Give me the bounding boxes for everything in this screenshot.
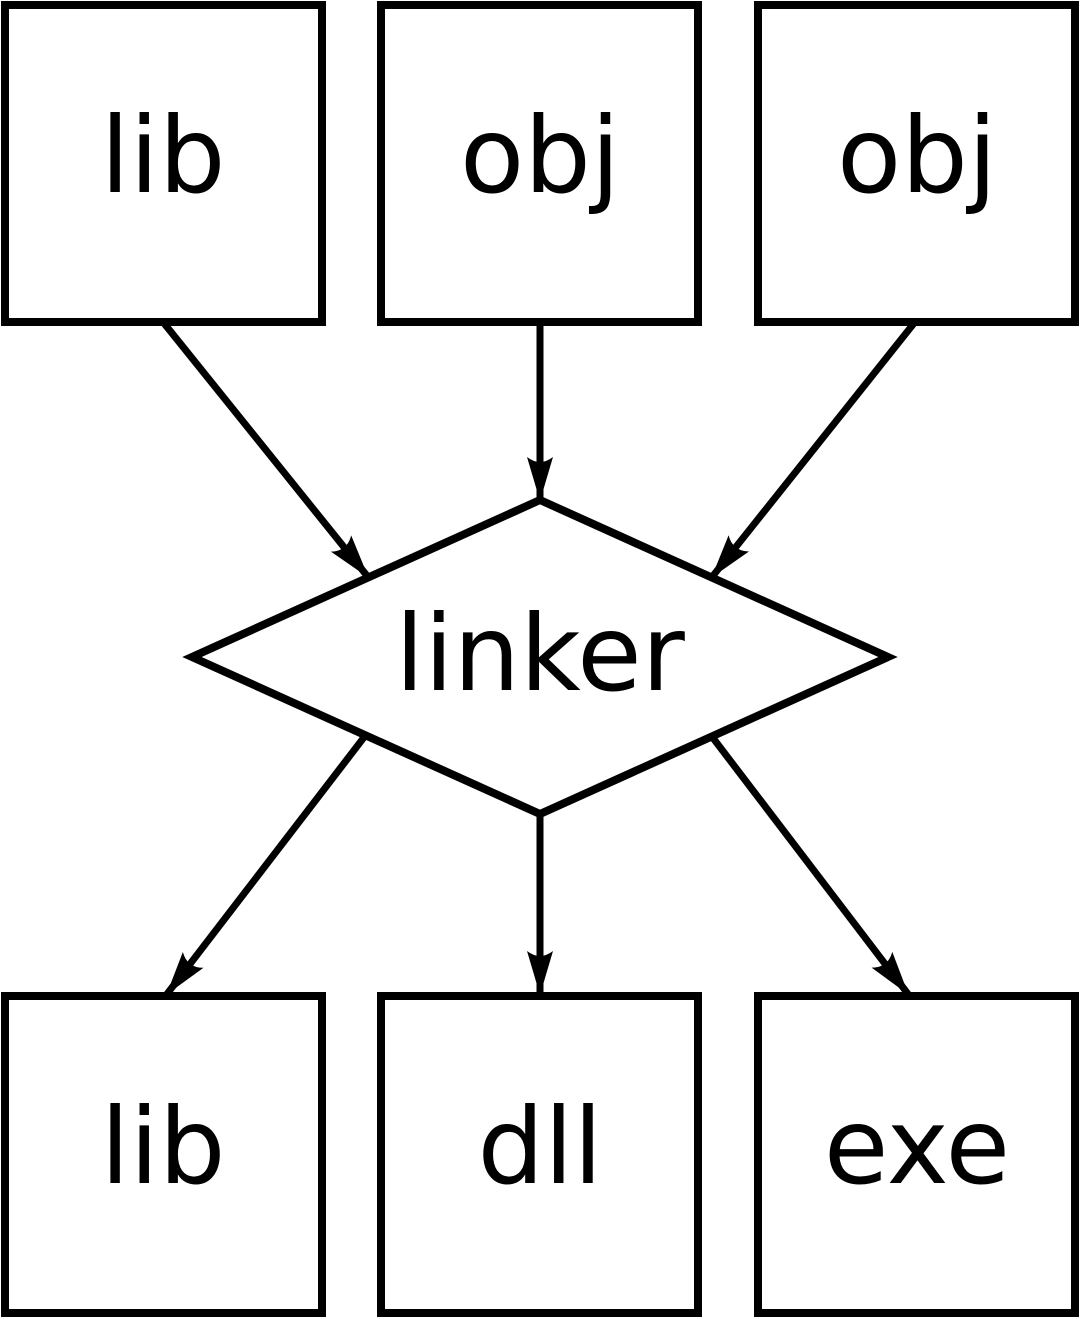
node-lib-top	[1, 1, 326, 326]
node-exe	[754, 992, 1079, 1317]
node-dll	[377, 992, 702, 1317]
edge-objright-to-linker	[709, 319, 918, 580]
label-obj-mid: obj	[460, 95, 620, 217]
node-linker-diamond	[182, 495, 898, 819]
label-dll: dll	[478, 1086, 603, 1208]
edge-linker-to-exe	[710, 735, 911, 997]
label-linker: linker	[395, 593, 686, 715]
node-lib-bottom	[1, 992, 326, 1317]
edge-group	[160, 319, 918, 997]
label-group: lib obj obj linker lib dll exe	[101, 95, 1011, 1208]
label-obj-right: obj	[837, 95, 997, 217]
edge-libtop-to-linker	[160, 319, 371, 580]
label-lib-top: lib	[101, 95, 226, 217]
node-obj-mid	[377, 1, 702, 326]
label-lib-bottom: lib	[101, 1086, 226, 1208]
node-obj-right	[754, 1, 1079, 326]
edge-linker-to-libbottom	[164, 733, 368, 997]
label-exe: exe	[824, 1086, 1010, 1208]
